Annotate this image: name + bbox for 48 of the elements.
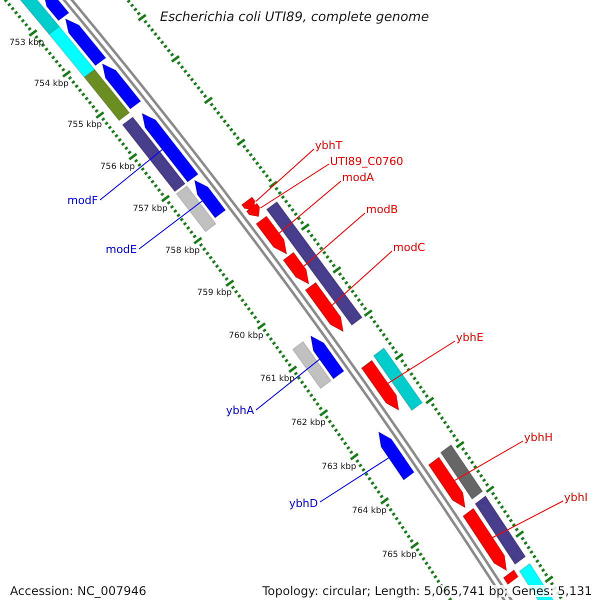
accession-note: Accession: NC_007946 bbox=[8, 585, 148, 597]
gene-feature bbox=[304, 282, 344, 332]
leader-line bbox=[138, 200, 203, 250]
gene-label: ybhA bbox=[226, 405, 254, 416]
gene-feature bbox=[255, 216, 288, 255]
position-label: 760 kbp bbox=[228, 332, 264, 341]
gene-label: modC bbox=[393, 242, 426, 253]
gene-label: modA bbox=[342, 172, 374, 183]
gene-feature bbox=[142, 112, 199, 183]
position-label: 762 kbp bbox=[291, 418, 326, 428]
map-title: Escherichia coli UTI89, complete genome bbox=[160, 11, 429, 24]
leader-line bbox=[332, 250, 392, 306]
gene-label: ybhT bbox=[315, 140, 342, 151]
leader-line bbox=[100, 149, 163, 200]
gene-label: ybhI bbox=[564, 492, 588, 503]
position-label: 764 kbp bbox=[352, 506, 387, 516]
gene-label: modE bbox=[106, 244, 137, 255]
gene-label: modF bbox=[67, 195, 98, 206]
leader-line bbox=[388, 340, 456, 384]
gene-feature bbox=[462, 508, 508, 572]
gene-label: ybhH bbox=[524, 432, 553, 443]
leader-line bbox=[492, 500, 564, 538]
position-label: 759 kbp bbox=[197, 289, 232, 298]
position-label: 757 kbp bbox=[132, 204, 168, 213]
leader-line bbox=[303, 212, 366, 267]
gene-label: modB bbox=[366, 204, 398, 215]
gene-feature bbox=[42, 0, 70, 22]
position-label: 765 kbp bbox=[382, 551, 417, 560]
gene-feature bbox=[428, 456, 466, 508]
leader-line bbox=[454, 440, 524, 481]
leader-line bbox=[320, 457, 390, 502]
leader-line bbox=[255, 148, 314, 202]
gene-label: ybhE bbox=[456, 332, 484, 343]
gene-feature bbox=[310, 335, 344, 380]
gene-label: ybhD bbox=[289, 498, 318, 509]
gene-feature bbox=[102, 63, 142, 110]
gene-feature bbox=[378, 431, 415, 481]
genome-summary-note: Topology: circular; Length: 5,065,741 bp; Genes: 5,131 bbox=[260, 585, 594, 597]
gene-feature bbox=[360, 360, 400, 411]
gene-feature bbox=[194, 179, 226, 218]
leader-line bbox=[278, 180, 342, 234]
leader-line bbox=[256, 358, 320, 410]
gene-feature bbox=[282, 252, 310, 285]
gene-label: UTI89_C0760 bbox=[330, 156, 404, 167]
gene-feature bbox=[64, 18, 106, 66]
gene-feature bbox=[246, 202, 260, 218]
leader-line bbox=[260, 164, 330, 208]
position-label: 753 kbp bbox=[9, 39, 44, 48]
